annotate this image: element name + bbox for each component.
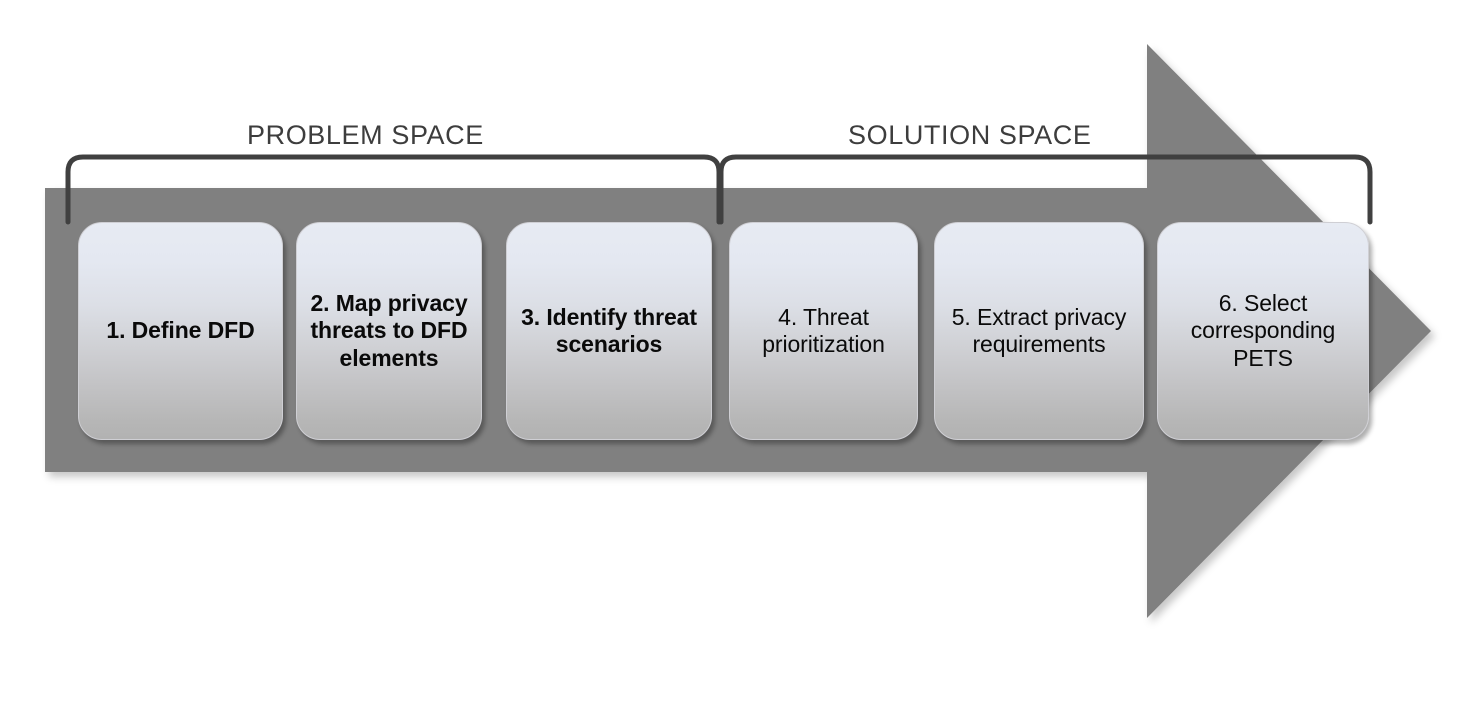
step-box-1[interactable]: 1. Define DFD: [78, 222, 283, 440]
step-label-1: 1. Define DFD: [106, 317, 255, 344]
step-label-4: 4. Threat prioritization: [762, 303, 885, 357]
step-label-3: 3. Identify threat scenarios: [521, 303, 697, 357]
step-box-4[interactable]: 4. Threat prioritization: [729, 222, 918, 440]
step-label-6: 6. Select corresponding PETS: [1190, 289, 1336, 371]
step-box-2[interactable]: 2. Map privacy threats to DFD elements: [296, 222, 482, 440]
phase-label-problem-space: PROBLEM SPACE: [247, 120, 484, 150]
step-box-6[interactable]: 6. Select corresponding PETS: [1157, 222, 1369, 440]
step-label-5: 5. Extract privacy requirements: [951, 303, 1127, 357]
phase-label-solution-space: SOLUTION SPACE: [848, 120, 1092, 150]
step-label-2: 2. Map privacy threats to DFD elements: [310, 289, 468, 371]
step-box-3[interactable]: 3. Identify threat scenarios: [506, 222, 712, 440]
step-box-5[interactable]: 5. Extract privacy requirements: [934, 222, 1144, 440]
